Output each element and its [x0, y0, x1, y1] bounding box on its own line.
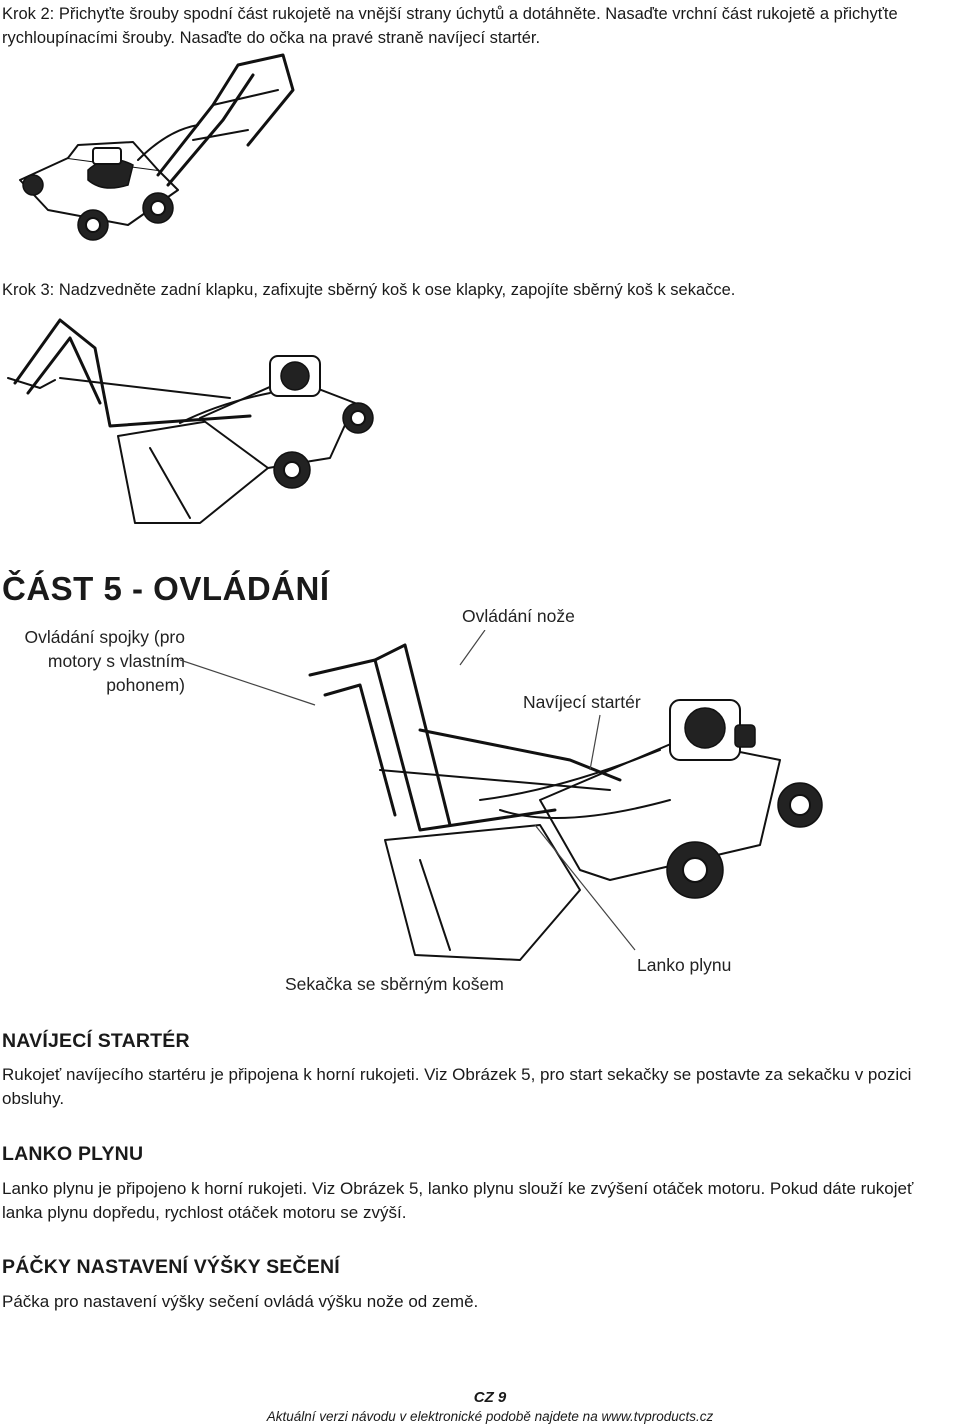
height-text: Páčka pro nastavení výšky sečení ovládá …	[2, 1292, 479, 1311]
throttle-heading: LANKO PLYNU	[2, 1143, 144, 1165]
step-3-text: Krok 3: Nadzvedněte zadní klapku, zafixu…	[2, 281, 736, 299]
starter-heading: NAVÍJECÍ STARTÉR	[2, 1030, 190, 1052]
label-blade-control: Ovládání nože	[462, 606, 575, 626]
throttle-text: Lanko plynu je připojeno k horní rukojet…	[2, 1179, 914, 1222]
controls-diagram	[180, 630, 823, 961]
page-number: CZ 9	[473, 1389, 507, 1406]
starter-text: Rukojeť navíjecího startéru je připojena…	[2, 1065, 912, 1108]
height-heading: PÁČKY NASTAVENÍ VÝŠKY SEČENÍ	[2, 1256, 340, 1278]
label-mower-with-bag: Sekačka se sběrným košem	[285, 974, 504, 994]
step-2-text: Krok 2: Přichyťte šrouby spodní část ruk…	[2, 5, 898, 47]
label-recoil-starter: Navíjecí startér	[523, 692, 641, 712]
label-throttle-cable: Lanko plynu	[637, 955, 732, 975]
mower-handle-illustration	[19, 53, 295, 241]
mower-grass-bag-illustration	[7, 318, 374, 524]
footer-note: Aktuální verzi návodu v elektronické pod…	[266, 1409, 714, 1424]
label-clutch-control: Ovládání spojky (pro motory s vlastním p…	[24, 627, 186, 695]
section-title: ČÁST 5 - OVLÁDÁNÍ	[2, 570, 330, 607]
